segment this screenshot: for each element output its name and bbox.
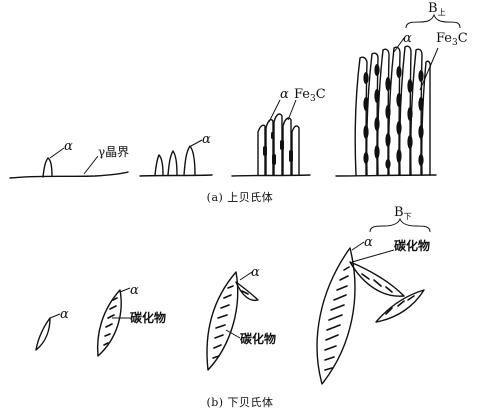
fe3c-particle	[363, 152, 369, 164]
upper-stage3: α Fe3C	[231, 87, 326, 177]
alpha-label: α	[251, 265, 260, 280]
fe3c-particle	[396, 93, 402, 107]
alpha-leader	[268, 99, 281, 123]
fe3c-particle	[363, 125, 369, 139]
alpha-leader	[393, 37, 405, 53]
fe3c-particle	[272, 154, 276, 165]
alpha-leader	[49, 147, 65, 159]
alpha-lens	[206, 271, 239, 371]
alpha-side-plate	[235, 281, 259, 302]
caption-lower-bainite: (b) 下贝氏体	[206, 395, 273, 409]
gamma-boundary-label: γ晶界	[98, 145, 129, 159]
fe3c-leader	[419, 47, 439, 91]
fe3c-chains	[363, 64, 424, 169]
alpha-label: α	[280, 87, 289, 102]
alpha-label: α	[403, 31, 412, 46]
fe3c-particle	[407, 107, 413, 121]
carbide-leader	[225, 329, 241, 339]
fe3c-particle	[374, 89, 380, 103]
lower-stage1: α	[35, 307, 69, 351]
alpha-lens	[35, 317, 51, 351]
alpha-side-plate	[375, 289, 425, 323]
fe3c-particle	[385, 105, 391, 119]
alpha-plate	[273, 113, 283, 176]
alpha-leader	[351, 241, 365, 251]
carbide-label: 碳化物	[130, 310, 166, 325]
fe3c-label: Fe3C	[294, 87, 326, 104]
fe3c-particle	[374, 64, 380, 76]
alpha-leader	[49, 313, 61, 319]
fe3c-particle	[263, 146, 267, 156]
alpha-side-plate	[349, 261, 405, 297]
lower-stage4: B下 α 碳化物	[316, 205, 431, 385]
fe3c-particle	[418, 70, 424, 82]
fe3c-particle	[396, 121, 402, 135]
alpha-plate	[167, 150, 178, 176]
fe3c-particle	[407, 79, 413, 93]
carbide-label: 碳化物	[394, 238, 430, 253]
fe3c-particle	[363, 72, 369, 84]
fe3c-leader	[287, 99, 297, 121]
fe3c-particle	[418, 97, 424, 111]
alpha-plate	[354, 56, 368, 176]
alpha-plate	[183, 145, 196, 176]
alpha-plate	[154, 154, 164, 176]
fe3c-particle	[407, 135, 413, 149]
fe3c-particle	[418, 125, 424, 139]
alpha-lens	[316, 247, 356, 385]
lower-stage3: α 碳化物	[206, 265, 276, 371]
alpha-label: α	[202, 132, 211, 147]
gamma-leader	[83, 155, 99, 175]
alpha-label: α	[130, 283, 139, 298]
upper-stage1: α γ晶界	[9, 139, 129, 179]
upper-stage2: α	[139, 132, 213, 177]
fe3c-particle	[374, 117, 380, 131]
fe3c-particle	[385, 133, 391, 147]
alpha-plate	[282, 117, 292, 176]
alpha-plate	[265, 119, 274, 176]
alpha-nucleus	[42, 157, 53, 178]
fe3c-particle	[385, 159, 391, 169]
grain-boundary-line	[231, 174, 311, 177]
fe3c-particle	[396, 66, 402, 78]
fe3c-particle	[280, 140, 284, 150]
carbide-leader	[351, 249, 395, 263]
alpha-label: α	[64, 139, 73, 154]
b-lower-brace	[369, 217, 431, 233]
alpha-plate	[291, 125, 300, 176]
fe3c-particle	[396, 149, 402, 163]
grain-boundary-line	[139, 174, 213, 177]
alpha-label: α	[60, 307, 69, 322]
b-upper-brace	[405, 13, 461, 29]
carbide-dashes	[212, 285, 249, 359]
b-lower-label: B下	[394, 205, 412, 221]
alpha-leader	[190, 139, 203, 147]
alpha-label: α	[364, 235, 373, 250]
fe3c-particle	[363, 97, 369, 111]
alpha-plate	[399, 45, 412, 176]
alpha-plate	[257, 124, 266, 176]
carbide-dashes	[103, 297, 118, 346]
alpha-lens	[96, 289, 122, 357]
fe3c-particle	[385, 77, 391, 91]
fe3c-particle	[271, 132, 274, 139]
grain-boundary-line	[335, 174, 437, 177]
alpha-plate	[377, 48, 390, 176]
upper-stage4: B上 α Fe3C	[335, 1, 468, 177]
caption-upper-bainite: (a) 上贝氏体	[207, 190, 274, 204]
fe3c-particle	[418, 154, 424, 166]
alpha-plate	[421, 60, 431, 176]
carbide-label: 碳化物	[240, 331, 276, 346]
fe3c-particle	[289, 150, 293, 162]
fe3c-label: Fe3C	[436, 31, 468, 48]
alpha-leader	[119, 287, 131, 293]
lower-stage2: α 碳化物	[96, 283, 166, 357]
carbide-dashes	[324, 266, 415, 371]
fe3c-particle	[374, 145, 380, 159]
alpha-leader	[239, 271, 253, 281]
grain-boundary-line	[9, 171, 129, 179]
b-upper-label: B上	[428, 1, 446, 17]
